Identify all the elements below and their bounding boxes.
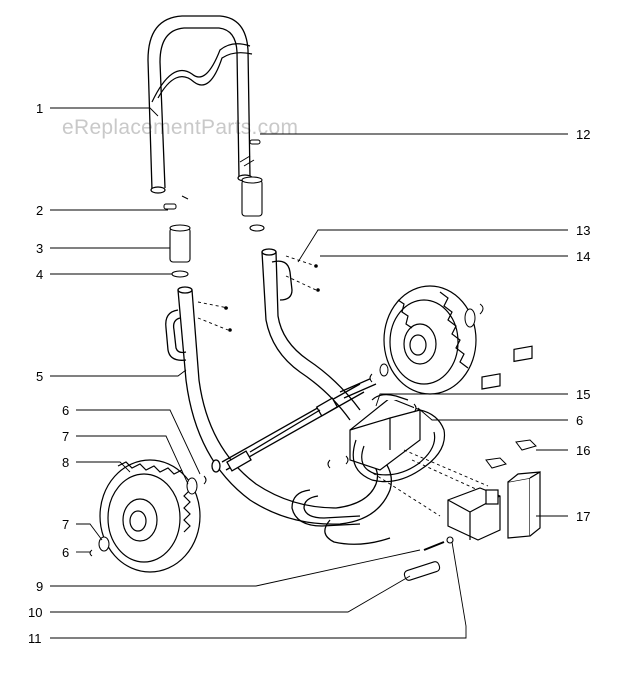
callout-14: 14 xyxy=(576,249,590,264)
callout-11: 11 xyxy=(28,631,42,646)
callout-5: 5 xyxy=(36,369,43,384)
callout-16: 16 xyxy=(576,443,590,458)
foot-part xyxy=(447,345,541,541)
callout-6-right: 6 xyxy=(576,413,583,428)
callout-8: 8 xyxy=(62,455,69,470)
callout-labels: 1 2 3 4 5 6 7 8 7 6 9 10 11 12 13 14 15 … xyxy=(28,101,590,646)
left-wheel-washer xyxy=(89,403,417,557)
callout-13: 13 xyxy=(576,223,590,238)
screw-part xyxy=(224,264,320,332)
end-cap-part xyxy=(485,439,537,469)
callout-4: 4 xyxy=(36,267,43,282)
bracket-part xyxy=(349,394,446,483)
handle-part xyxy=(147,15,253,194)
pin-part xyxy=(163,139,261,210)
callout-9: 9 xyxy=(36,579,43,594)
right-wheel-washer xyxy=(369,303,484,383)
callout-3: 3 xyxy=(36,241,43,256)
left-wheel-part xyxy=(99,459,201,573)
callout-2: 2 xyxy=(36,203,43,218)
leader-lines xyxy=(50,107,568,639)
right-wheel-part xyxy=(383,285,477,395)
frame-part xyxy=(165,248,393,545)
callout-7-lower: 7 xyxy=(62,517,69,532)
callout-6-lower: 6 xyxy=(62,545,69,560)
callout-7-left: 7 xyxy=(62,429,69,444)
callout-12: 12 xyxy=(576,127,590,142)
callout-15: 15 xyxy=(576,387,590,402)
bushing-part xyxy=(169,176,265,278)
foot-pin-part xyxy=(403,536,454,581)
callout-10: 10 xyxy=(28,605,42,620)
callout-6-left: 6 xyxy=(62,403,69,418)
watermark-text: eReplacementParts.com xyxy=(62,116,298,139)
callout-17: 17 xyxy=(576,509,590,524)
callout-1: 1 xyxy=(36,101,43,116)
